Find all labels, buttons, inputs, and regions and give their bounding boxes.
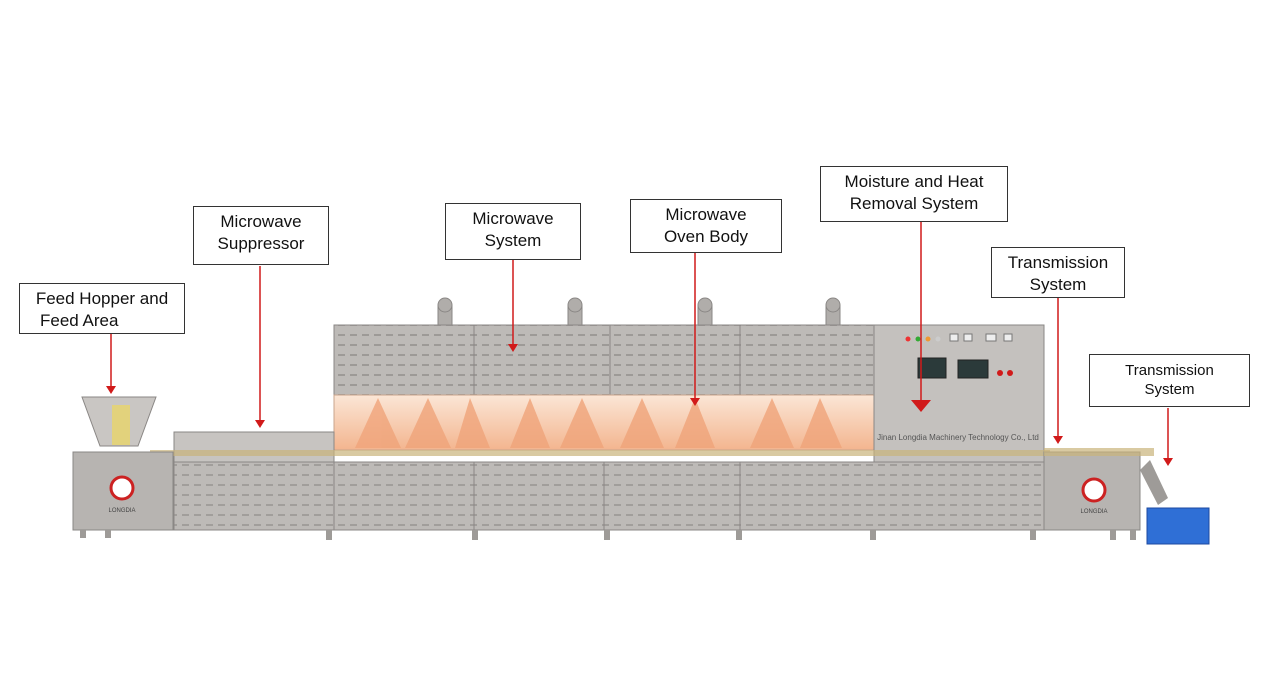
label-line: System (1144, 381, 1195, 398)
label-line: System (1029, 275, 1087, 294)
label-line: Transmission (1125, 362, 1214, 379)
brand-right: LONGDIA (1080, 509, 1107, 515)
label-line: Feed Area (40, 311, 119, 330)
label-feed-hopper: Feed Hopper and Feed Area (19, 283, 185, 334)
label-moisture-heat: Moisture and Heat Removal System (820, 166, 1008, 222)
callout-arrows (106, 222, 1173, 466)
label-line: Transmission (1007, 253, 1109, 272)
label-line: Suppressor (217, 234, 305, 253)
label-microwave-suppressor: Microwave Suppressor (193, 206, 329, 265)
label-line: Removal System (849, 194, 979, 213)
suppressor-tunnel (173, 431, 335, 463)
label-line: Microwave (472, 209, 554, 228)
label-line: Moisture and Heat (844, 172, 984, 191)
label-line: Feed Hopper and (35, 289, 169, 308)
label-oven-body: Microwave Oven Body (630, 199, 782, 253)
label-transmission-2: Transmission System (1089, 354, 1250, 407)
label-line: System (484, 231, 542, 250)
exhaust-chimneys (437, 297, 841, 326)
collection-bin (1146, 507, 1210, 545)
label-microwave-system: Microwave System (445, 203, 581, 260)
label-transmission-1: Transmission System (991, 247, 1125, 298)
label-line: Oven Body (663, 227, 749, 246)
control-panel (873, 324, 1045, 466)
label-line: Microwave (665, 205, 747, 224)
company-text: Jinan Longdia Machinery Technology Co., … (877, 433, 1039, 442)
brand-left: LONGDIA (108, 508, 135, 514)
label-line: Microwave (220, 212, 302, 231)
